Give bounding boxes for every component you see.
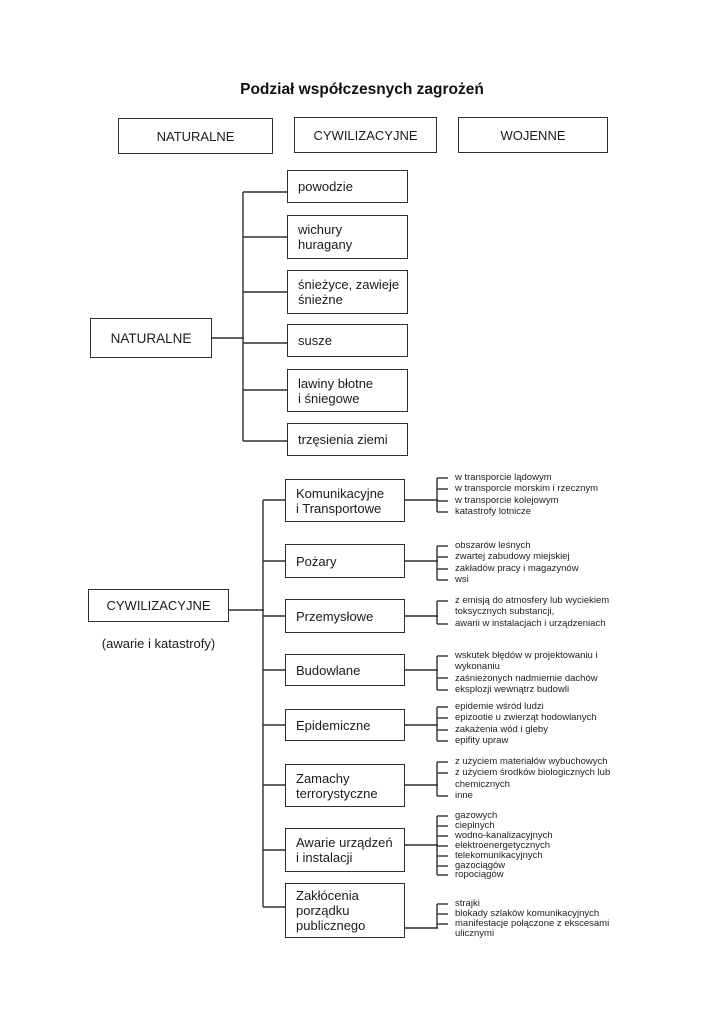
leaf-group-zamachy: z użyciem materiałów wybuchowych z użyci… bbox=[455, 756, 721, 801]
cyw-child-pozary: Pożary bbox=[285, 544, 405, 578]
legend-box-wojenne: WOJENNE bbox=[458, 117, 608, 153]
leaf-group-awarie: gazowych cieplnych wodno-kanalizacyjnych… bbox=[455, 811, 721, 880]
naturalne-child-lawiny: lawiny błotne i śniegowe bbox=[287, 369, 408, 412]
leaf-item: cieplnych bbox=[455, 819, 495, 831]
leaf-item: zaśnieżonych nadmiernie dachów bbox=[455, 672, 598, 684]
leaf-item: strajki bbox=[455, 898, 480, 909]
page-title: Podział współczesnych zagrożeń bbox=[240, 81, 484, 98]
cyw-child-komunikacyjne: Komunikacyjne i Transportowe bbox=[285, 479, 405, 522]
leaf-item: gazociągów bbox=[455, 859, 506, 871]
leaf-group-budowlane: wskutek błędów w projektowaniu i wykonan… bbox=[455, 650, 721, 695]
leaf-item: eksplozji wewnątrz budowli bbox=[455, 683, 570, 695]
leaf-group-komunikacyjne: w transporcie lądowym w transporcie mors… bbox=[455, 472, 721, 517]
leaf-item: ropociągów bbox=[455, 869, 504, 881]
legend-box-cywilizacyjne: CYWILIZACYJNE bbox=[294, 117, 437, 153]
leaf-group-pozary: obszarów leśnych zwartej zabudowy miejsk… bbox=[455, 540, 721, 585]
leaf-item: elektroenergetycznych bbox=[455, 839, 551, 851]
leaf-group-zaklocenia: strajki blokady szlaków komunikacyjnych … bbox=[455, 899, 721, 939]
cywilizacyjne-parent-box: CYWILIZACYJNE bbox=[88, 589, 229, 622]
cyw-child-zaklocenia: Zakłócenia porządku publicznego bbox=[285, 883, 405, 938]
leaf-item: w transporcie kolejowym bbox=[455, 494, 559, 506]
leaf-item: zakażenia wód i gleby bbox=[455, 723, 548, 735]
leaf-item: manifestacje połączone z ekscesami ulicz… bbox=[455, 918, 610, 939]
leaf-item: epidemie wśród ludzi bbox=[455, 701, 544, 712]
leaf-group-epidemiczne: epidemie wśród ludzi epizootie u zwierzą… bbox=[455, 701, 721, 746]
cyw-child-zamachy: Zamachy terrorystyczne bbox=[285, 764, 405, 807]
leaf-item: zwartej zabudowy miejskiej bbox=[455, 551, 570, 563]
leaf-item: wodno-kanalizacyjnych bbox=[455, 829, 553, 841]
leaf-item: awarii w instalacjach i urządzeniach bbox=[455, 617, 606, 629]
cyw-child-epidemiczne: Epidemiczne bbox=[285, 709, 405, 741]
naturalne-child-susze: susze bbox=[287, 324, 408, 357]
leaf-item: obszarów leśnych bbox=[455, 540, 531, 551]
cyw-child-budowlane: Budowlane bbox=[285, 654, 405, 686]
leaf-item: w transporcie morskim i rzecznym bbox=[455, 483, 599, 495]
cyw-child-przemyslowe: Przemysłowe bbox=[285, 599, 405, 633]
naturalne-child-trzesienia: trzęsienia ziemi bbox=[287, 423, 408, 456]
naturalne-child-wichury: wichury huragany bbox=[287, 215, 408, 259]
legend-box-naturalne: NATURALNE bbox=[118, 118, 273, 154]
naturalne-parent-box: NATURALNE bbox=[90, 318, 212, 358]
cyw-child-awarie: Awarie urządzeń i instalacji bbox=[285, 828, 405, 872]
leaf-item: epizootie u zwierząt hodowlanych bbox=[455, 712, 597, 724]
leaf-item: z użyciem środków biologicznych lub chem… bbox=[455, 767, 611, 790]
leaf-item: wskutek błędów w projektowaniu i wykonan… bbox=[455, 650, 598, 673]
leaf-item: z emisją do atmosfery lub wyciekiem toks… bbox=[455, 595, 610, 618]
naturalne-child-sniezyce: śnieżyce, zawieje śnieżne bbox=[287, 270, 408, 314]
leaf-item: katastrofy lotnicze bbox=[455, 505, 532, 517]
leaf-item: zakładów pracy i magazynów bbox=[455, 562, 579, 574]
cywilizacyjne-sublabel: (awarie i katastrofy) bbox=[101, 636, 216, 651]
leaf-item: wsi bbox=[455, 573, 469, 585]
leaf-item: epifity upraw bbox=[455, 734, 509, 746]
leaf-item: inne bbox=[455, 789, 473, 801]
leaf-item: w transporcie lądowym bbox=[455, 472, 552, 483]
leaf-item: telekomunikacyjnych bbox=[455, 849, 543, 861]
leaf-group-przemyslowe: z emisją do atmosfery lub wyciekiem toks… bbox=[455, 595, 721, 629]
leaf-item: blokady szlaków komunikacyjnych bbox=[455, 908, 600, 919]
naturalne-child-powodzie: powodzie bbox=[287, 170, 408, 203]
leaf-item: gazowych bbox=[455, 810, 498, 821]
leaf-item: z użyciem materiałów wybuchowych bbox=[455, 756, 608, 767]
